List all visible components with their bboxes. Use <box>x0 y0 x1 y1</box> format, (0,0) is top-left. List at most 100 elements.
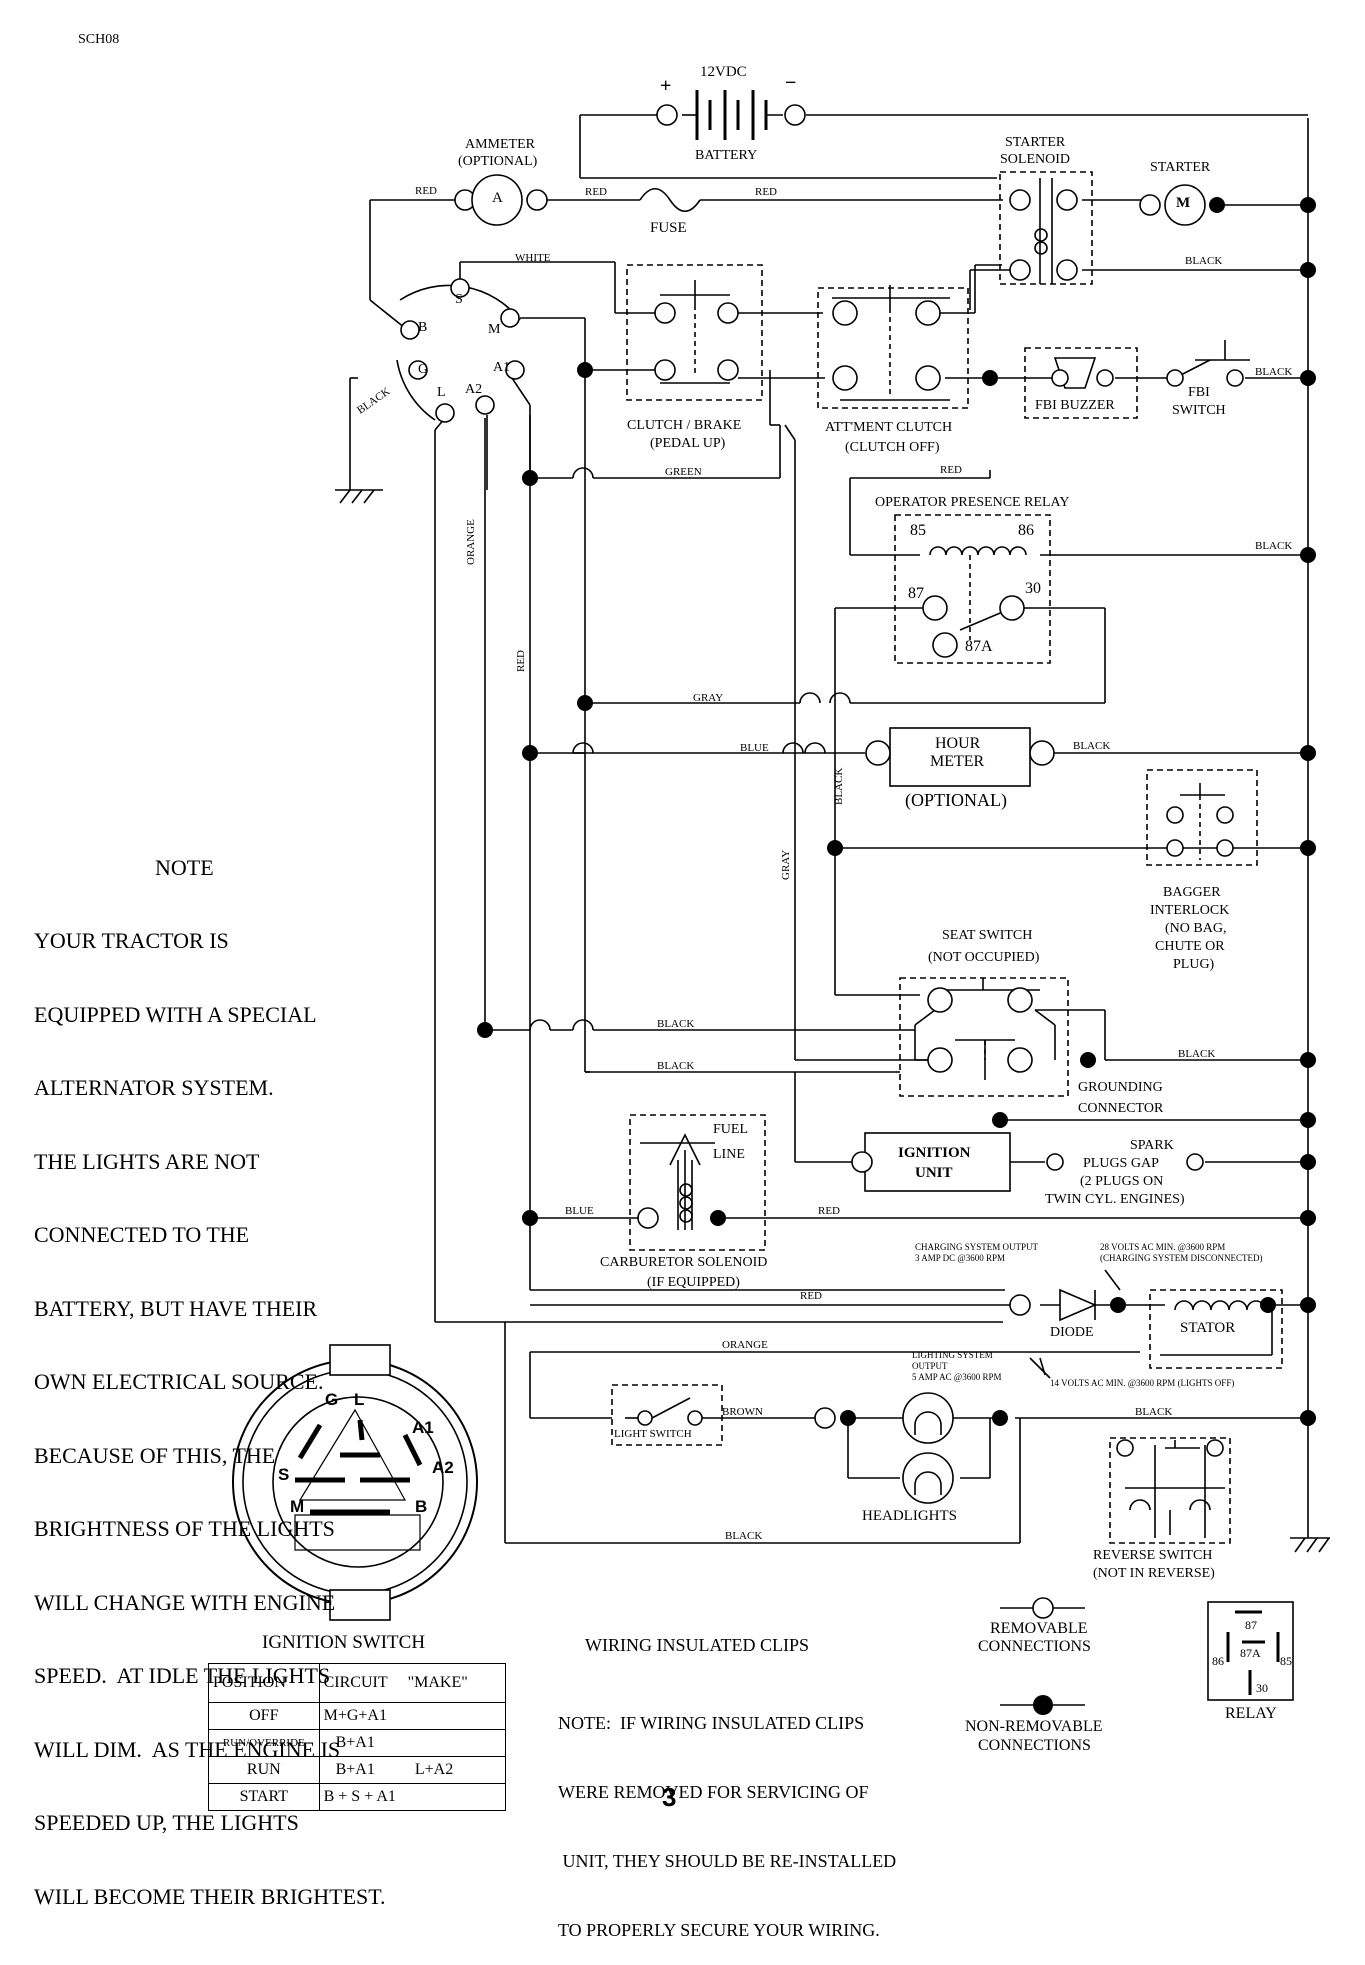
note-line: ALTERNATOR SYSTEM. <box>34 1075 274 1100</box>
bagger-l5: PLUG) <box>1173 957 1215 972</box>
wire-black-1: BLACK <box>1185 255 1223 267</box>
note-line: BRIGHTNESS OF THE LIGHTS <box>34 1516 335 1541</box>
wire-blue-2: BLUE <box>565 1205 594 1217</box>
terminal-a2: A2 <box>465 382 483 397</box>
clips-line: WERE REMOVED FOR SERVICING OF <box>558 1782 869 1802</box>
wire-black-9: BLACK <box>1135 1406 1173 1418</box>
wire-blue-1: BLUE <box>740 742 769 754</box>
lighting-l2: OUTPUT <box>912 1361 948 1371</box>
terminal-l: L <box>437 385 446 400</box>
note-line: EQUIPPED WITH A SPECIAL <box>34 1001 317 1027</box>
ignition-switch-table: POSITION CIRCUIT "MAKE" OFF M+G+A1 RUN/O… <box>208 1663 507 1811</box>
spark-l2: PLUGS GAP <box>1083 1156 1159 1171</box>
lighting-l1: LIGHTING SYSTEM <box>912 1350 993 1360</box>
table-cell-circuit: M+G+A1 <box>318 1702 507 1730</box>
grounding-l2: CONNECTOR <box>1078 1101 1164 1116</box>
table-cell-position: OFF <box>208 1702 320 1730</box>
table-cell-position: START <box>208 1783 320 1811</box>
bagger-l4: CHUTE OR <box>1155 939 1225 954</box>
wire-black-7: BLACK <box>657 1060 695 1072</box>
battery-minus: − <box>785 72 797 94</box>
table-row: RUN/OVERRIDE B+A1 <box>208 1729 507 1757</box>
clips-line: TO PROPERLY SECURE YOUR WIRING. <box>558 1920 880 1940</box>
note-line: WILL CHANGE WITH ENGINE <box>34 1589 336 1615</box>
diode-label: DIODE <box>1050 1325 1094 1340</box>
face-m: M <box>290 1497 305 1516</box>
starter-symbol: M <box>1176 195 1191 211</box>
page-number: 3 <box>662 1782 677 1812</box>
battery-plus: + <box>660 75 672 97</box>
legend-relay-86: 86 <box>1212 1654 1224 1668</box>
seat-switch-sub: (NOT OCCUPIED) <box>928 950 1040 965</box>
table-cell-position: RUN/OVERRIDE <box>208 1729 320 1757</box>
terminal-m: M <box>488 322 501 337</box>
relay-30: 30 <box>1025 580 1041 597</box>
note-line: WILL BECOME THEIR BRIGHTEST. <box>34 1883 386 1909</box>
headlights-label: HEADLIGHTS <box>862 1508 957 1524</box>
carb-l2: (IF EQUIPPED) <box>647 1275 740 1290</box>
wire-gray-1: GRAY <box>693 692 724 704</box>
attment-clutch-sub: (CLUTCH OFF) <box>845 440 940 455</box>
terminal-s: S <box>455 292 463 307</box>
lighting-l3: 5 AMP AC @3600 RPM <box>912 1372 1002 1382</box>
fbi-switch-label-2: SWITCH <box>1172 403 1226 418</box>
doc-code: SCH08 <box>78 32 120 47</box>
face-g: G <box>325 1390 339 1409</box>
ammeter-optional: (OPTIONAL) <box>458 154 538 169</box>
table-row: START B + S + A1 <box>208 1783 507 1811</box>
note-line: BECAUSE OF THIS, THE <box>34 1442 276 1468</box>
table-header-row: POSITION CIRCUIT "MAKE" <box>208 1663 507 1703</box>
terminal-g: G <box>418 362 429 377</box>
note-title: NOTE <box>155 855 214 880</box>
note-line: OWN ELECTRICAL SOURCE. <box>34 1369 324 1394</box>
reverse-l1: REVERSE SWITCH <box>1093 1548 1213 1563</box>
charging-l1: CHARGING SYSTEM OUTPUT <box>915 1242 1039 1252</box>
table-cell-position: RUN <box>208 1756 320 1784</box>
wire-green: GREEN <box>665 466 702 478</box>
hour-meter-label-2: METER <box>930 753 985 770</box>
legend-nonremovable-2: CONNECTIONS <box>978 1737 1091 1754</box>
face-a2: A2 <box>432 1458 454 1477</box>
fuel-l1: FUEL <box>713 1122 748 1137</box>
note-line: CONNECTED TO THE <box>34 1222 250 1247</box>
wire-red-5: RED <box>818 1205 840 1217</box>
bagger-l2: INTERLOCK <box>1150 903 1230 918</box>
clips-note: NOTE: IF WIRING INSULATED CLIPS WERE REM… <box>558 1666 896 1965</box>
fuel-l2: LINE <box>713 1147 745 1162</box>
bagger-l3: (NO BAG, <box>1165 921 1227 936</box>
spark-l4: TWIN CYL. ENGINES) <box>1045 1192 1185 1207</box>
wire-red-1: RED <box>415 185 437 197</box>
wire-orange: ORANGE <box>465 519 477 565</box>
legend-relay-87a: 87A <box>1240 1646 1261 1660</box>
starter-solenoid-label: STARTER <box>1005 135 1066 150</box>
wire-red-2: RED <box>585 186 607 198</box>
relay-85: 85 <box>910 522 926 539</box>
note-line: BATTERY, BUT HAVE THEIR <box>34 1295 318 1321</box>
grounding-l1: GROUNDING <box>1078 1080 1163 1095</box>
wire-white: WHITE <box>515 252 551 264</box>
relay-86: 86 <box>1018 522 1034 539</box>
battery-voltage: 12VDC <box>700 64 747 80</box>
carb-l1: CARBURETOR SOLENOID <box>600 1255 768 1270</box>
face-l: L <box>354 1390 365 1409</box>
terminal-a1: A1 <box>493 360 511 375</box>
bagger-l1: BAGGER <box>1163 885 1221 900</box>
table-row: OFF M+G+A1 <box>208 1702 507 1730</box>
wire-gray-vert: GRAY <box>780 849 792 880</box>
relay-87: 87 <box>908 585 924 602</box>
wire-black-5: BLACK <box>1073 740 1111 752</box>
clutch-brake-label: CLUTCH / BRAKE <box>627 418 742 433</box>
table-cell-circuit: B + S + A1 <box>318 1783 507 1811</box>
clips-line: NOTE: IF WIRING INSULATED CLIPS <box>558 1713 865 1733</box>
charging-l2: 3 AMP DC @3600 RPM <box>915 1253 1005 1263</box>
starter-solenoid-label-2: SOLENOID <box>1000 152 1070 167</box>
wire-red-3: RED <box>755 186 777 198</box>
fuse-label: FUSE <box>650 220 687 236</box>
table-cell-circuit: B+A1 <box>318 1729 507 1757</box>
wire-black-vert: BLACK <box>833 767 845 805</box>
clips-title: WIRING INSULATED CLIPS <box>585 1635 809 1655</box>
starter-label: STARTER <box>1150 160 1211 175</box>
note-line: YOUR TRACTOR IS <box>34 928 229 953</box>
charging-r1: 28 VOLTS AC MIN. @3600 RPM <box>1100 1242 1226 1252</box>
fbi-switch-label: FBI <box>1188 385 1210 400</box>
